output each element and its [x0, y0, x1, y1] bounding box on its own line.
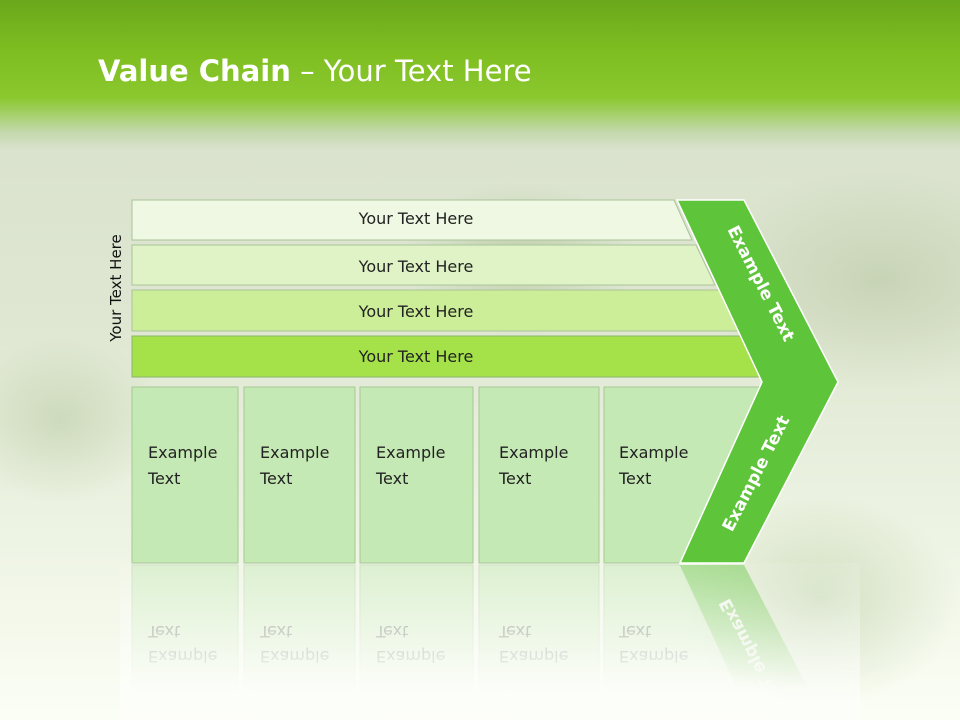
box-4-line1: Example	[499, 443, 568, 462]
box-2-line2: Text	[259, 469, 292, 488]
bar-label-4: Your Text Here	[358, 347, 474, 366]
bar-label-1: Your Text Here	[358, 209, 474, 228]
box-5-line1: Example	[619, 443, 688, 462]
box-5-line2: Text	[618, 469, 651, 488]
box-3-line1: Example	[376, 443, 445, 462]
bar-row-1: Your Text Here	[131, 199, 693, 241]
bar-shape-2	[131, 244, 716, 286]
chevron-arrow-shape	[675, 199, 839, 564]
box-2-line1: Example	[260, 443, 329, 462]
reflection: Example Text Example Text Example Text E…	[120, 563, 860, 720]
title-banner	[0, 0, 960, 150]
bar-row-3: Your Text Here	[131, 289, 739, 332]
box-1-line1: Example	[148, 443, 217, 462]
box-1: Example Text	[131, 386, 239, 564]
box-1-line2: Text	[147, 469, 180, 488]
bar-row-2: Your Text Here	[131, 244, 716, 286]
box-3-line2: Text	[375, 469, 408, 488]
box-4: Example Text	[478, 386, 600, 564]
box-5: Example Text	[603, 386, 763, 564]
box-3: Example Text	[359, 386, 474, 564]
slide-title-rest: – Your Text Here	[290, 54, 532, 88]
slide-title: Value Chain – Your Text Here	[98, 54, 532, 88]
bar-label-3: Your Text Here	[358, 302, 474, 321]
slide-title-bold: Value Chain	[98, 54, 291, 88]
bar-label-2: Your Text Here	[358, 257, 474, 276]
bar-shape-1	[131, 199, 693, 241]
box-2: Example Text	[243, 386, 356, 564]
bar-row-4: Your Text Here	[131, 335, 763, 378]
box-4-line2: Text	[498, 469, 531, 488]
